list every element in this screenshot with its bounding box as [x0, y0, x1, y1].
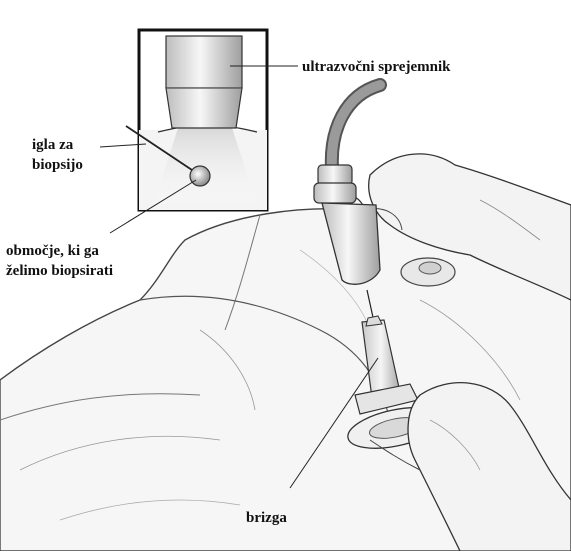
- syringe-label: brizga: [246, 508, 287, 528]
- area-label-line2: želimo biopsirati: [6, 261, 113, 281]
- inset-detail: [126, 30, 267, 210]
- transducer-label: ultrazvočni sprejemnik: [302, 57, 450, 77]
- needle-label-line2: biopsijo: [32, 155, 83, 175]
- area-label-line1: območje, ki ga: [6, 241, 99, 261]
- nipple: [401, 258, 455, 286]
- needle-label-line1: igla za: [32, 135, 73, 155]
- lesion: [190, 166, 210, 186]
